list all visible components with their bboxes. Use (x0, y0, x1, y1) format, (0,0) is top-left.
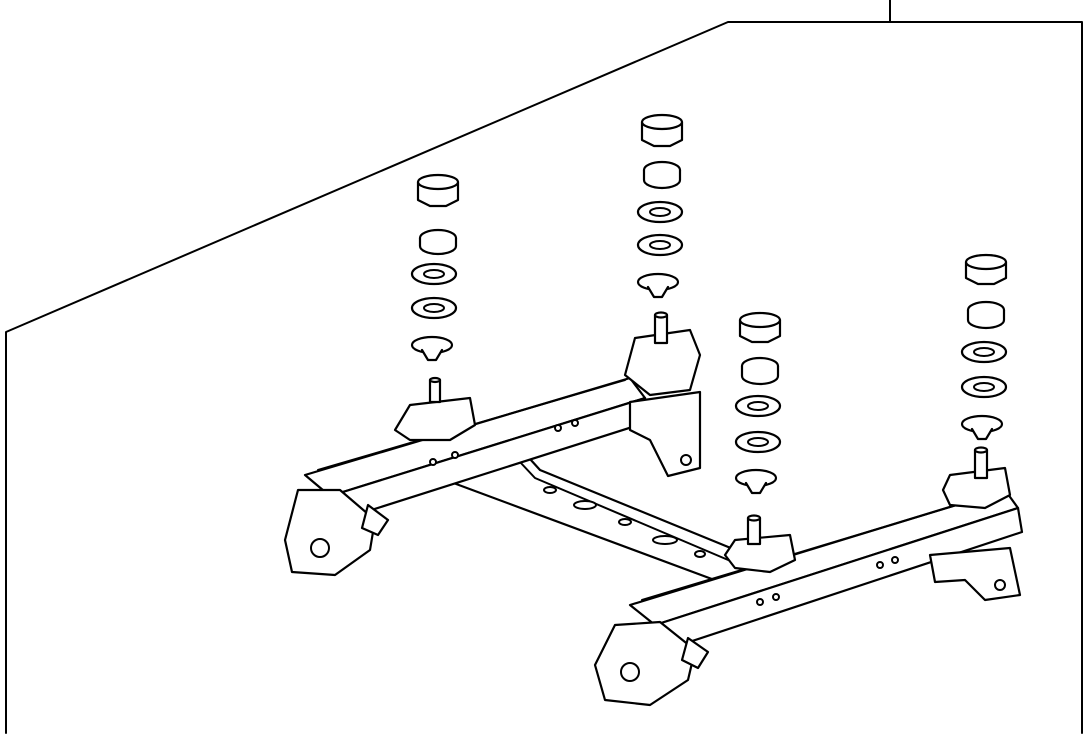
fastener-stack-front-right (734, 311, 782, 495)
mounting-stud-rear-left (623, 311, 702, 397)
left-track-rail (283, 376, 702, 577)
fastener-stack-rear-right (960, 253, 1008, 441)
right-track-rail (593, 488, 1024, 707)
parts-outline-panel (5, 0, 1083, 734)
mounting-stud-front-right (723, 514, 797, 574)
mounting-stud-rear-right (941, 446, 1012, 510)
fastener-stack-front-left (410, 173, 460, 362)
mounting-stud-front-left (393, 376, 477, 442)
fastener-stack-rear-left (636, 113, 684, 299)
